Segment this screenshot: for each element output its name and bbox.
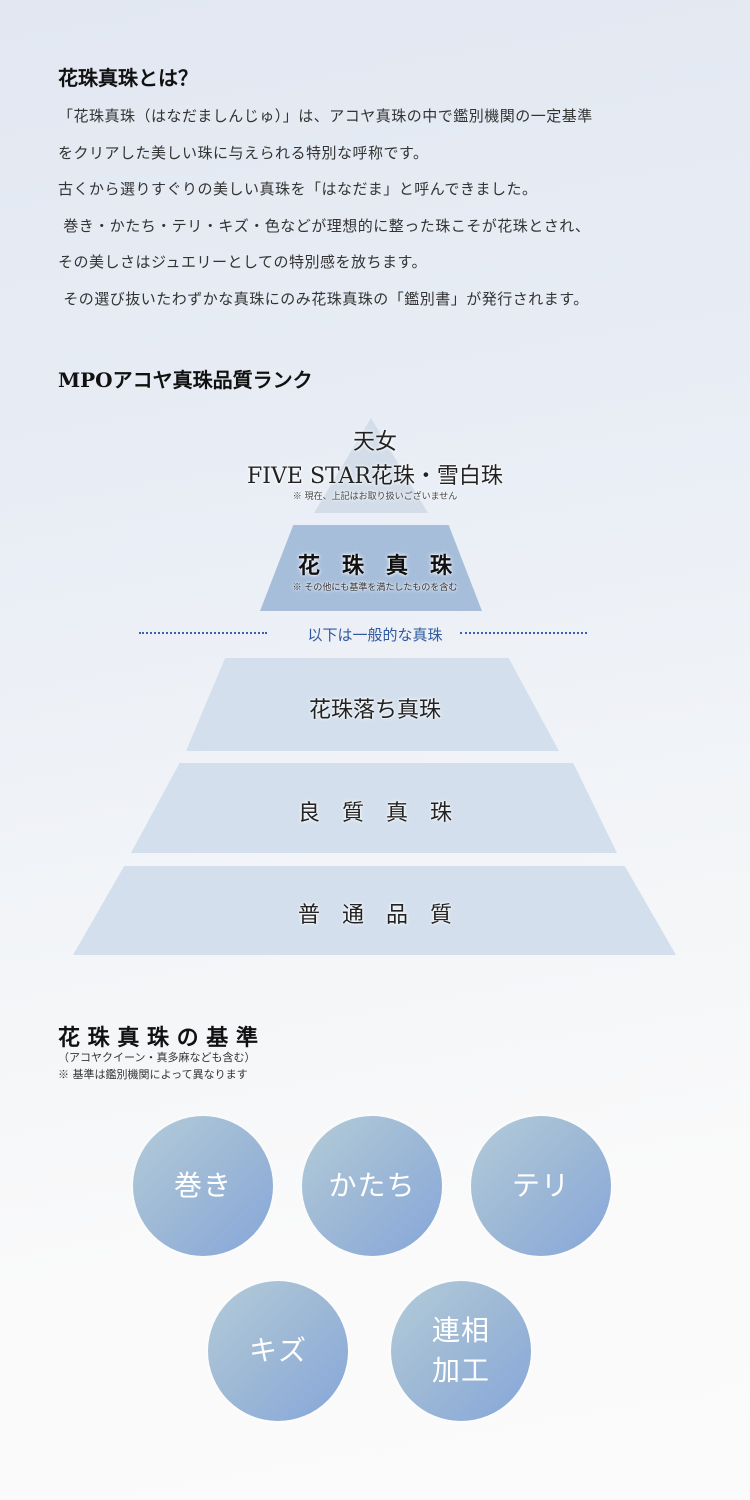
tier-4-shape	[131, 763, 617, 853]
tier-1-label: 天女	[352, 430, 397, 455]
intro-line: 巻き・かたち・テリ・キズ・色などが理想的に整った珠こそが花珠とされ、	[58, 216, 591, 235]
divider-line-left	[139, 632, 267, 634]
tier-2-shape	[260, 525, 482, 611]
tier-3-label: 花珠落ち真珠	[308, 698, 441, 723]
tier-5-label: 普 通 品 質	[297, 903, 452, 928]
tier-5-shape	[73, 866, 676, 955]
criteria-kizu: キズ	[208, 1281, 348, 1421]
intro-line: その選び抜いたわずかな真珠にのみ花珠真珠の「鑑別書」が発行されます。	[58, 289, 589, 308]
criteria-teri: テリ	[471, 1116, 611, 1256]
intro-body: 「花珠真珠（はなだましんじゅ）」は、アコヤ真珠の中で鑑別機関の一定基準 をクリア…	[58, 98, 718, 317]
intro-line: その美しさはジュエリーとしての特別感を放ちます。	[58, 253, 428, 271]
divider-label: 以下は一般的な真珠	[307, 626, 443, 644]
criteria-katachi: かたち	[302, 1116, 442, 1256]
criteria-subtitle: （アコヤクイーン・真多麻なども含む）	[58, 1051, 256, 1064]
criteria-maki: 巻き	[133, 1116, 273, 1256]
rank-title: MPOアコヤ真珠品質ランク	[58, 368, 313, 392]
criteria-rensou: 連相 加工	[391, 1281, 531, 1421]
intro-line: 「花珠真珠（はなだましんじゅ）」は、アコヤ真珠の中で鑑別機関の一定基準	[58, 107, 593, 125]
criteria-title: 花 珠 真 珠 の 基 準	[58, 1025, 258, 1051]
divider-line-right	[460, 632, 587, 634]
tier-1-sublabel: FIVE STAR花珠・雪白珠	[247, 464, 503, 489]
criteria-note: ※ 基準は鑑別機関によって異なります	[58, 1068, 248, 1081]
intro-line: をクリアした美しい珠に与えられる特別な呼称です。	[58, 143, 429, 162]
tier-4-label: 良 質 真 珠	[297, 801, 452, 826]
tier-2-label: 花 珠 真 珠	[297, 553, 452, 579]
intro-title: 花珠真珠とは？	[58, 66, 198, 90]
intro-line: 古くから選りすぐりの美しい真珠を「はなだま」と呼んできました。	[58, 180, 538, 198]
tier-2-note: ※ その他にも基準を満たしたものを含む	[292, 583, 458, 593]
tier-3-shape	[186, 658, 559, 751]
tier-1-note: ※ 現在、上記はお取り扱いございません	[292, 492, 458, 502]
